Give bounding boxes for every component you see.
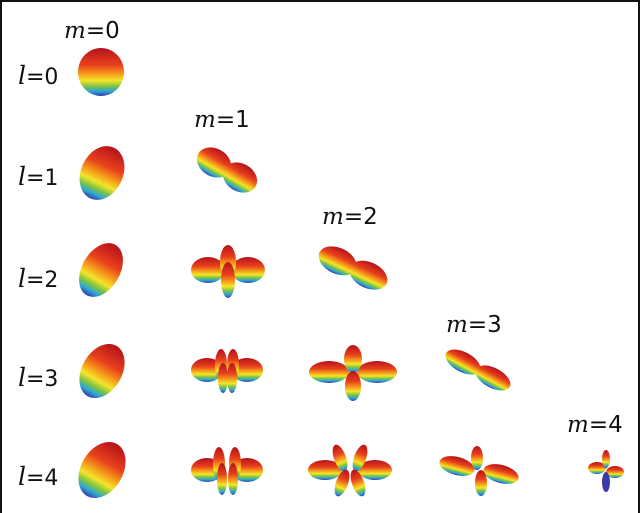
harmonic-l3-m0 <box>79 343 125 399</box>
column-label-m2: m=2 <box>322 204 378 230</box>
harmonic-l1-m0 <box>79 146 125 200</box>
column-label-m4: m=4 <box>567 412 623 438</box>
harmonic-l4-m3 <box>439 446 519 496</box>
harmonic-l4-m4 <box>588 450 624 492</box>
harmonic-l4-m2 <box>308 444 392 497</box>
row-label-l4: l=4 <box>18 462 58 491</box>
column-label-m3: m=3 <box>446 312 502 338</box>
row-label-l1: l=1 <box>18 162 58 191</box>
harmonic-l2-m0 <box>79 243 123 297</box>
row-label-l3: l=3 <box>18 363 58 392</box>
harmonic-l3-m2 <box>309 345 397 401</box>
row-label-l2: l=2 <box>18 264 58 293</box>
harmonic-l4-m1 <box>191 447 263 495</box>
harmonic-l4-m0 <box>78 441 126 499</box>
harmonic-l0-m0 <box>78 48 124 96</box>
row-label-l0: l=0 <box>18 61 58 90</box>
harmonic-l2-m1 <box>191 245 265 298</box>
harmonic-l3-m3 <box>445 349 511 391</box>
column-label-m1: m=1 <box>194 107 250 133</box>
harmonic-l3-m1 <box>191 349 263 393</box>
column-label-m0: m=0 <box>64 18 120 44</box>
harmonic-l2-m2 <box>318 246 388 290</box>
harmonic-l1-m1 <box>196 147 258 193</box>
